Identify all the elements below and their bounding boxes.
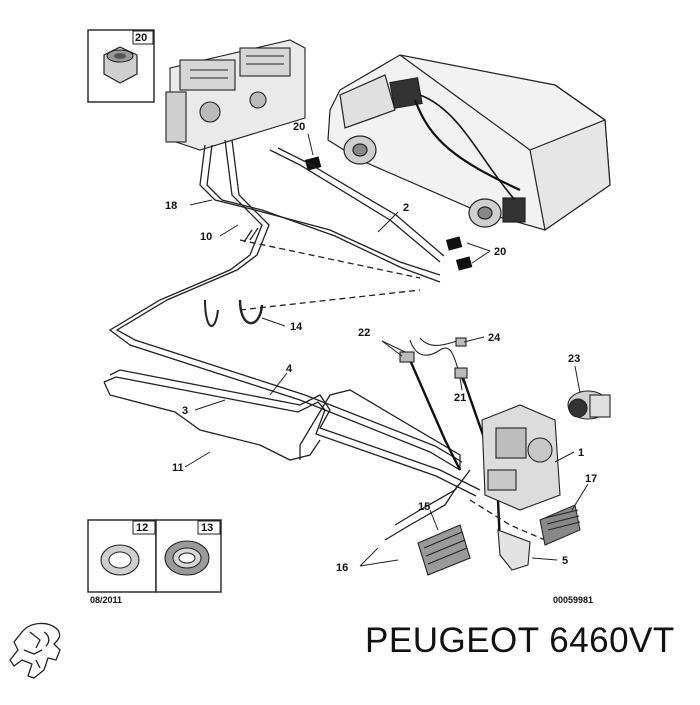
- inset-label-20: 20: [135, 32, 147, 44]
- nut-icon: [103, 46, 138, 84]
- callout-18: 18: [165, 200, 177, 212]
- heater-unit: [165, 39, 306, 151]
- heater-core: [417, 524, 471, 576]
- leader-lines: [184, 133, 589, 567]
- blower-motor: [567, 390, 611, 420]
- callout-3: 3: [182, 405, 188, 417]
- reference-code: 00059981: [553, 595, 593, 605]
- callout-20b: 20: [494, 246, 506, 258]
- callout-5: 5: [562, 555, 568, 567]
- wiring-harness: [399, 337, 468, 386]
- hvac-housing: [481, 404, 561, 511]
- seal-ring-icon: [100, 544, 140, 576]
- callout-17: 17: [585, 473, 597, 485]
- callout-20a: 20: [293, 121, 305, 133]
- clip-parts-20: [304, 156, 473, 271]
- callout-4: 4: [286, 363, 293, 375]
- callout-10: 10: [200, 231, 212, 243]
- peugeot-lion-logo: [9, 622, 61, 679]
- callout-2: 2: [403, 202, 409, 214]
- o-ring-icon: [164, 540, 210, 576]
- callout-1: 1: [578, 447, 584, 459]
- pipe-network: [103, 139, 546, 546]
- callout-numbers: 20 18 10 2 20 14 22 24 23 4 3 21 1 11 17…: [165, 121, 597, 574]
- brand-caption: PEUGEOT 6460VT: [365, 621, 675, 660]
- callout-15: 15: [418, 501, 430, 513]
- inset-box-part-13: 13: [155, 519, 222, 593]
- bracket: [497, 529, 531, 571]
- cabin-filter: [539, 504, 581, 546]
- callout-21: 21: [454, 392, 466, 404]
- callout-16: 16: [336, 562, 348, 574]
- date-code: 08/2011: [90, 595, 122, 605]
- callout-11: 11: [172, 462, 184, 474]
- van-illustration: [327, 54, 611, 232]
- callout-14: 14: [290, 321, 303, 333]
- callout-24: 24: [488, 332, 501, 344]
- inset-label-13: 13: [201, 522, 213, 534]
- callout-23: 23: [568, 353, 580, 365]
- inset-label-12: 12: [136, 522, 148, 534]
- callout-22: 22: [358, 327, 370, 339]
- inset-box-part-12: 12: [87, 519, 157, 593]
- inset-box-part-20: 20: [87, 29, 155, 103]
